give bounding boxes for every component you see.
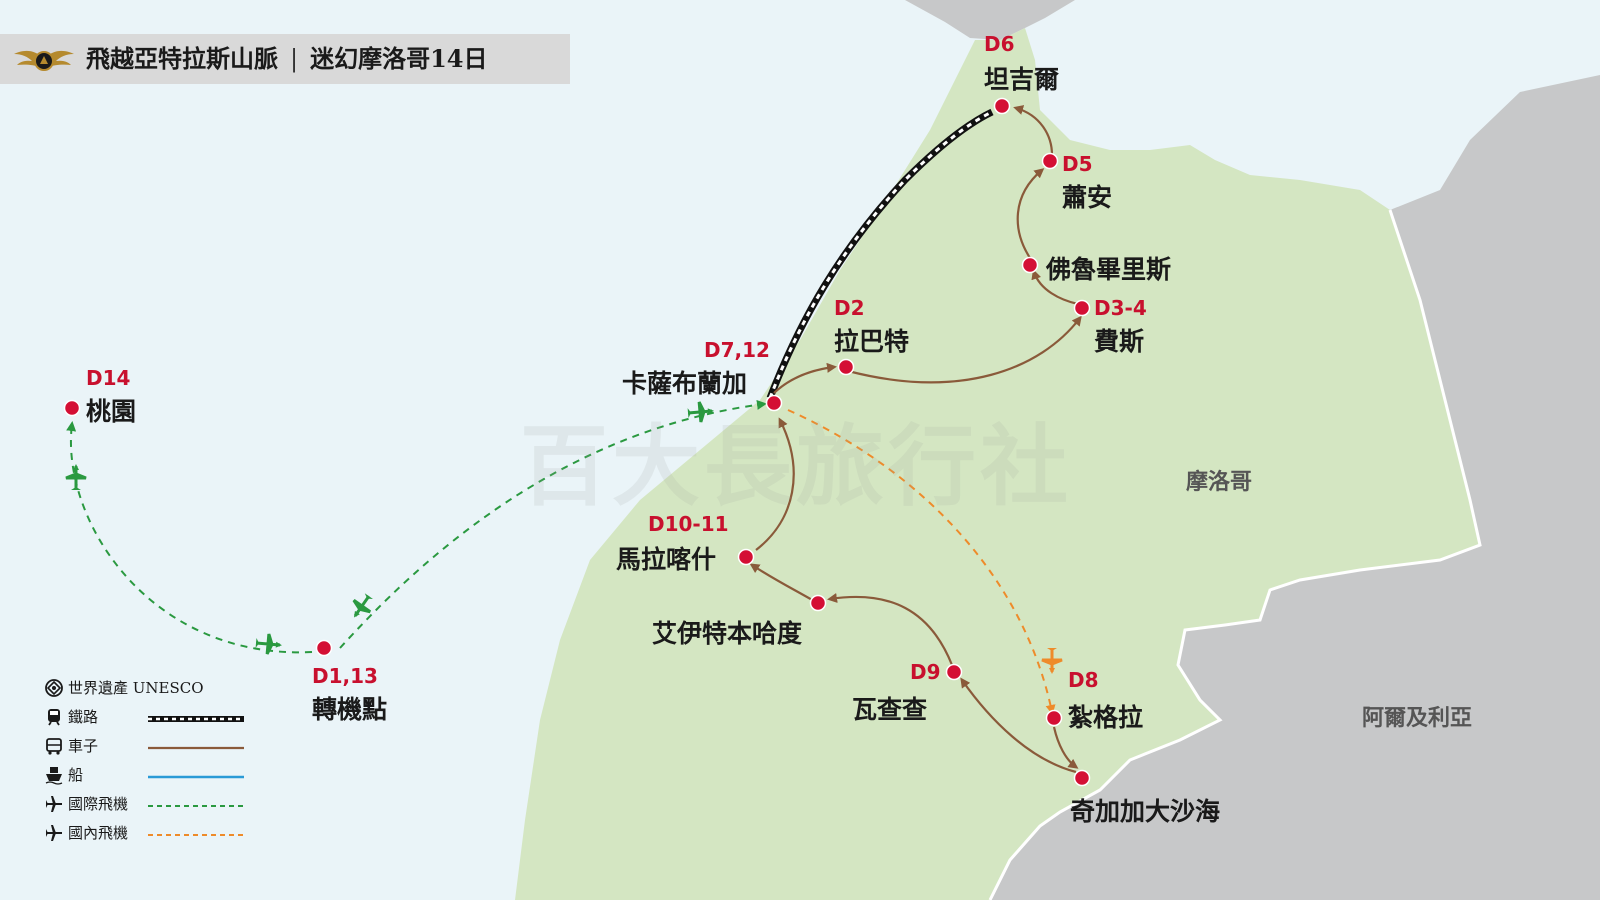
car-marrakech-casablanca	[755, 417, 795, 551]
title-separator: |	[290, 45, 299, 73]
unesco-icon	[45, 679, 63, 697]
city-label-marrakech: 馬拉喀什	[616, 545, 717, 574]
city-label-rabat: 拉巴特	[834, 327, 910, 356]
day-label-tangier: D6	[984, 32, 1015, 56]
car-chefchaouen-tangier	[1013, 105, 1054, 156]
flight-transfer-casablanca	[339, 399, 767, 649]
city-label-tangier: 坦吉爾	[984, 65, 1060, 94]
stop-marker-transfer	[315, 639, 333, 657]
stop-marker-fes	[1073, 299, 1091, 317]
region-label-algeria: 阿爾及利亞	[1362, 705, 1473, 731]
legend-label-car: 車子	[68, 737, 99, 755]
car-aitbenhaddou-marrakech	[749, 563, 815, 602]
bus-icon	[46, 738, 62, 755]
border-line	[988, 209, 1482, 900]
stop-marker-volubilis	[1021, 256, 1039, 274]
stop-marker-taoyuan	[63, 399, 81, 417]
title-bar: 飛越亞特拉斯山脈 | 迷幻摩洛哥14日	[0, 34, 570, 84]
city-label-fes: 費斯	[1094, 327, 1145, 356]
airplane-icon	[65, 464, 87, 490]
legend-row-car: 車子	[44, 734, 244, 763]
day-label-taoyuan: D14	[86, 366, 131, 390]
intl-flight-routes	[66, 399, 767, 654]
legend-row-domestic-flight: 國內飛機	[44, 821, 244, 850]
title-left: 飛越亞特拉斯山脈	[86, 44, 278, 73]
airplane-icon	[255, 633, 282, 655]
legend-row-rail: 鐵路	[44, 705, 244, 734]
legend-label-unesco: 世界遺產 UNESCO	[68, 679, 204, 697]
city-label-casablanca: 卡薩布蘭加	[622, 369, 748, 398]
city-label-erg-chebbi: 奇加加大沙海	[1070, 797, 1221, 826]
train-icon	[48, 709, 60, 726]
day-label-marrakech: D10-11	[648, 512, 729, 536]
car-rabat-fes	[847, 315, 1082, 384]
city-label-volubilis: 佛魯畢里斯	[1046, 255, 1172, 284]
legend-label-domestic-flight: 國內飛機	[68, 824, 129, 842]
legend-label-boat: 船	[68, 766, 84, 784]
stop-marker-tangier	[993, 97, 1011, 115]
car-volubilis-chefchaouen	[1016, 168, 1045, 259]
stop-marker-ait-benhaddou	[809, 594, 827, 612]
watermark: 百大長旅行社	[520, 415, 1073, 518]
stop-marker-casablanca	[765, 394, 783, 412]
legend-row-intl-flight: 國際飛機	[44, 792, 244, 821]
morocco-land	[515, 28, 1480, 900]
winged-emblem-icon	[14, 50, 74, 71]
airplane-icon	[46, 796, 62, 812]
legend-line-boat	[148, 775, 244, 779]
legend-line-rail	[148, 716, 244, 722]
rail-route-ties	[768, 110, 993, 399]
car-routes	[749, 105, 1082, 774]
map-legend: 世界遺產 UNESCO 鐵路 車子 船	[44, 676, 244, 850]
airplane-icon	[352, 593, 373, 618]
airplane-icon	[1041, 648, 1063, 674]
car-zagora-ergchebbi	[1052, 726, 1079, 769]
city-label-ouarzazate: 瓦查查	[852, 695, 928, 724]
day-label-casablanca: D7,12	[704, 338, 770, 362]
car-ouarzazate-aitbenhaddou	[827, 593, 954, 666]
legend-line-car	[148, 746, 244, 750]
day-label-ouarzazate: D9	[910, 660, 941, 684]
legend-line-domestic-flight	[148, 834, 244, 836]
day-label-transfer: D1,13	[312, 664, 378, 688]
day-label-rabat: D2	[834, 296, 865, 320]
car-fes-volubilis	[1031, 269, 1079, 306]
stop-marker-marrakech	[737, 548, 755, 566]
boat-icon	[45, 767, 63, 785]
day-label-fes: D3-4	[1094, 296, 1147, 320]
spain-land	[905, 0, 1075, 40]
city-label-chefchaouen: 蕭安	[1062, 183, 1113, 212]
algeria-land	[990, 75, 1600, 900]
region-label-morocco: 摩洛哥	[1186, 469, 1253, 495]
city-label-zagora: 紮格拉	[1068, 703, 1144, 732]
stop-marker-chefchaouen	[1041, 152, 1059, 170]
car-ergchebbi-ouarzazate	[960, 677, 1077, 774]
legend-row-boat: 船	[44, 763, 244, 792]
stop-markers	[63, 97, 1091, 787]
legend-row-unesco: 世界遺產 UNESCO	[44, 676, 214, 705]
title-right: 迷幻摩洛哥14日	[310, 44, 488, 73]
day-label-zagora: D8	[1068, 668, 1099, 692]
stop-marker-ouarzazate	[945, 663, 963, 681]
legend-line-intl-flight	[148, 805, 244, 807]
page-title: 飛越亞特拉斯山脈 | 迷幻摩洛哥14日	[86, 34, 488, 84]
city-label-taoyuan: 桃園	[86, 397, 137, 426]
legend-label-intl-flight: 國際飛機	[68, 795, 129, 813]
city-label-ait-benhaddou: 艾伊特本哈度	[652, 619, 803, 648]
airplane-icon	[687, 401, 714, 423]
stop-marker-zagora	[1045, 709, 1063, 727]
domestic-flight-route	[787, 409, 1056, 715]
day-label-chefchaouen: D5	[1062, 152, 1093, 176]
city-label-transfer: 轉機點	[312, 695, 388, 724]
legend-label-rail: 鐵路	[68, 708, 99, 726]
stop-marker-erg-chebbi	[1073, 769, 1091, 787]
car-casablanca-rabat	[773, 362, 837, 394]
airplane-icon	[46, 825, 62, 841]
stop-marker-rabat	[837, 358, 855, 376]
